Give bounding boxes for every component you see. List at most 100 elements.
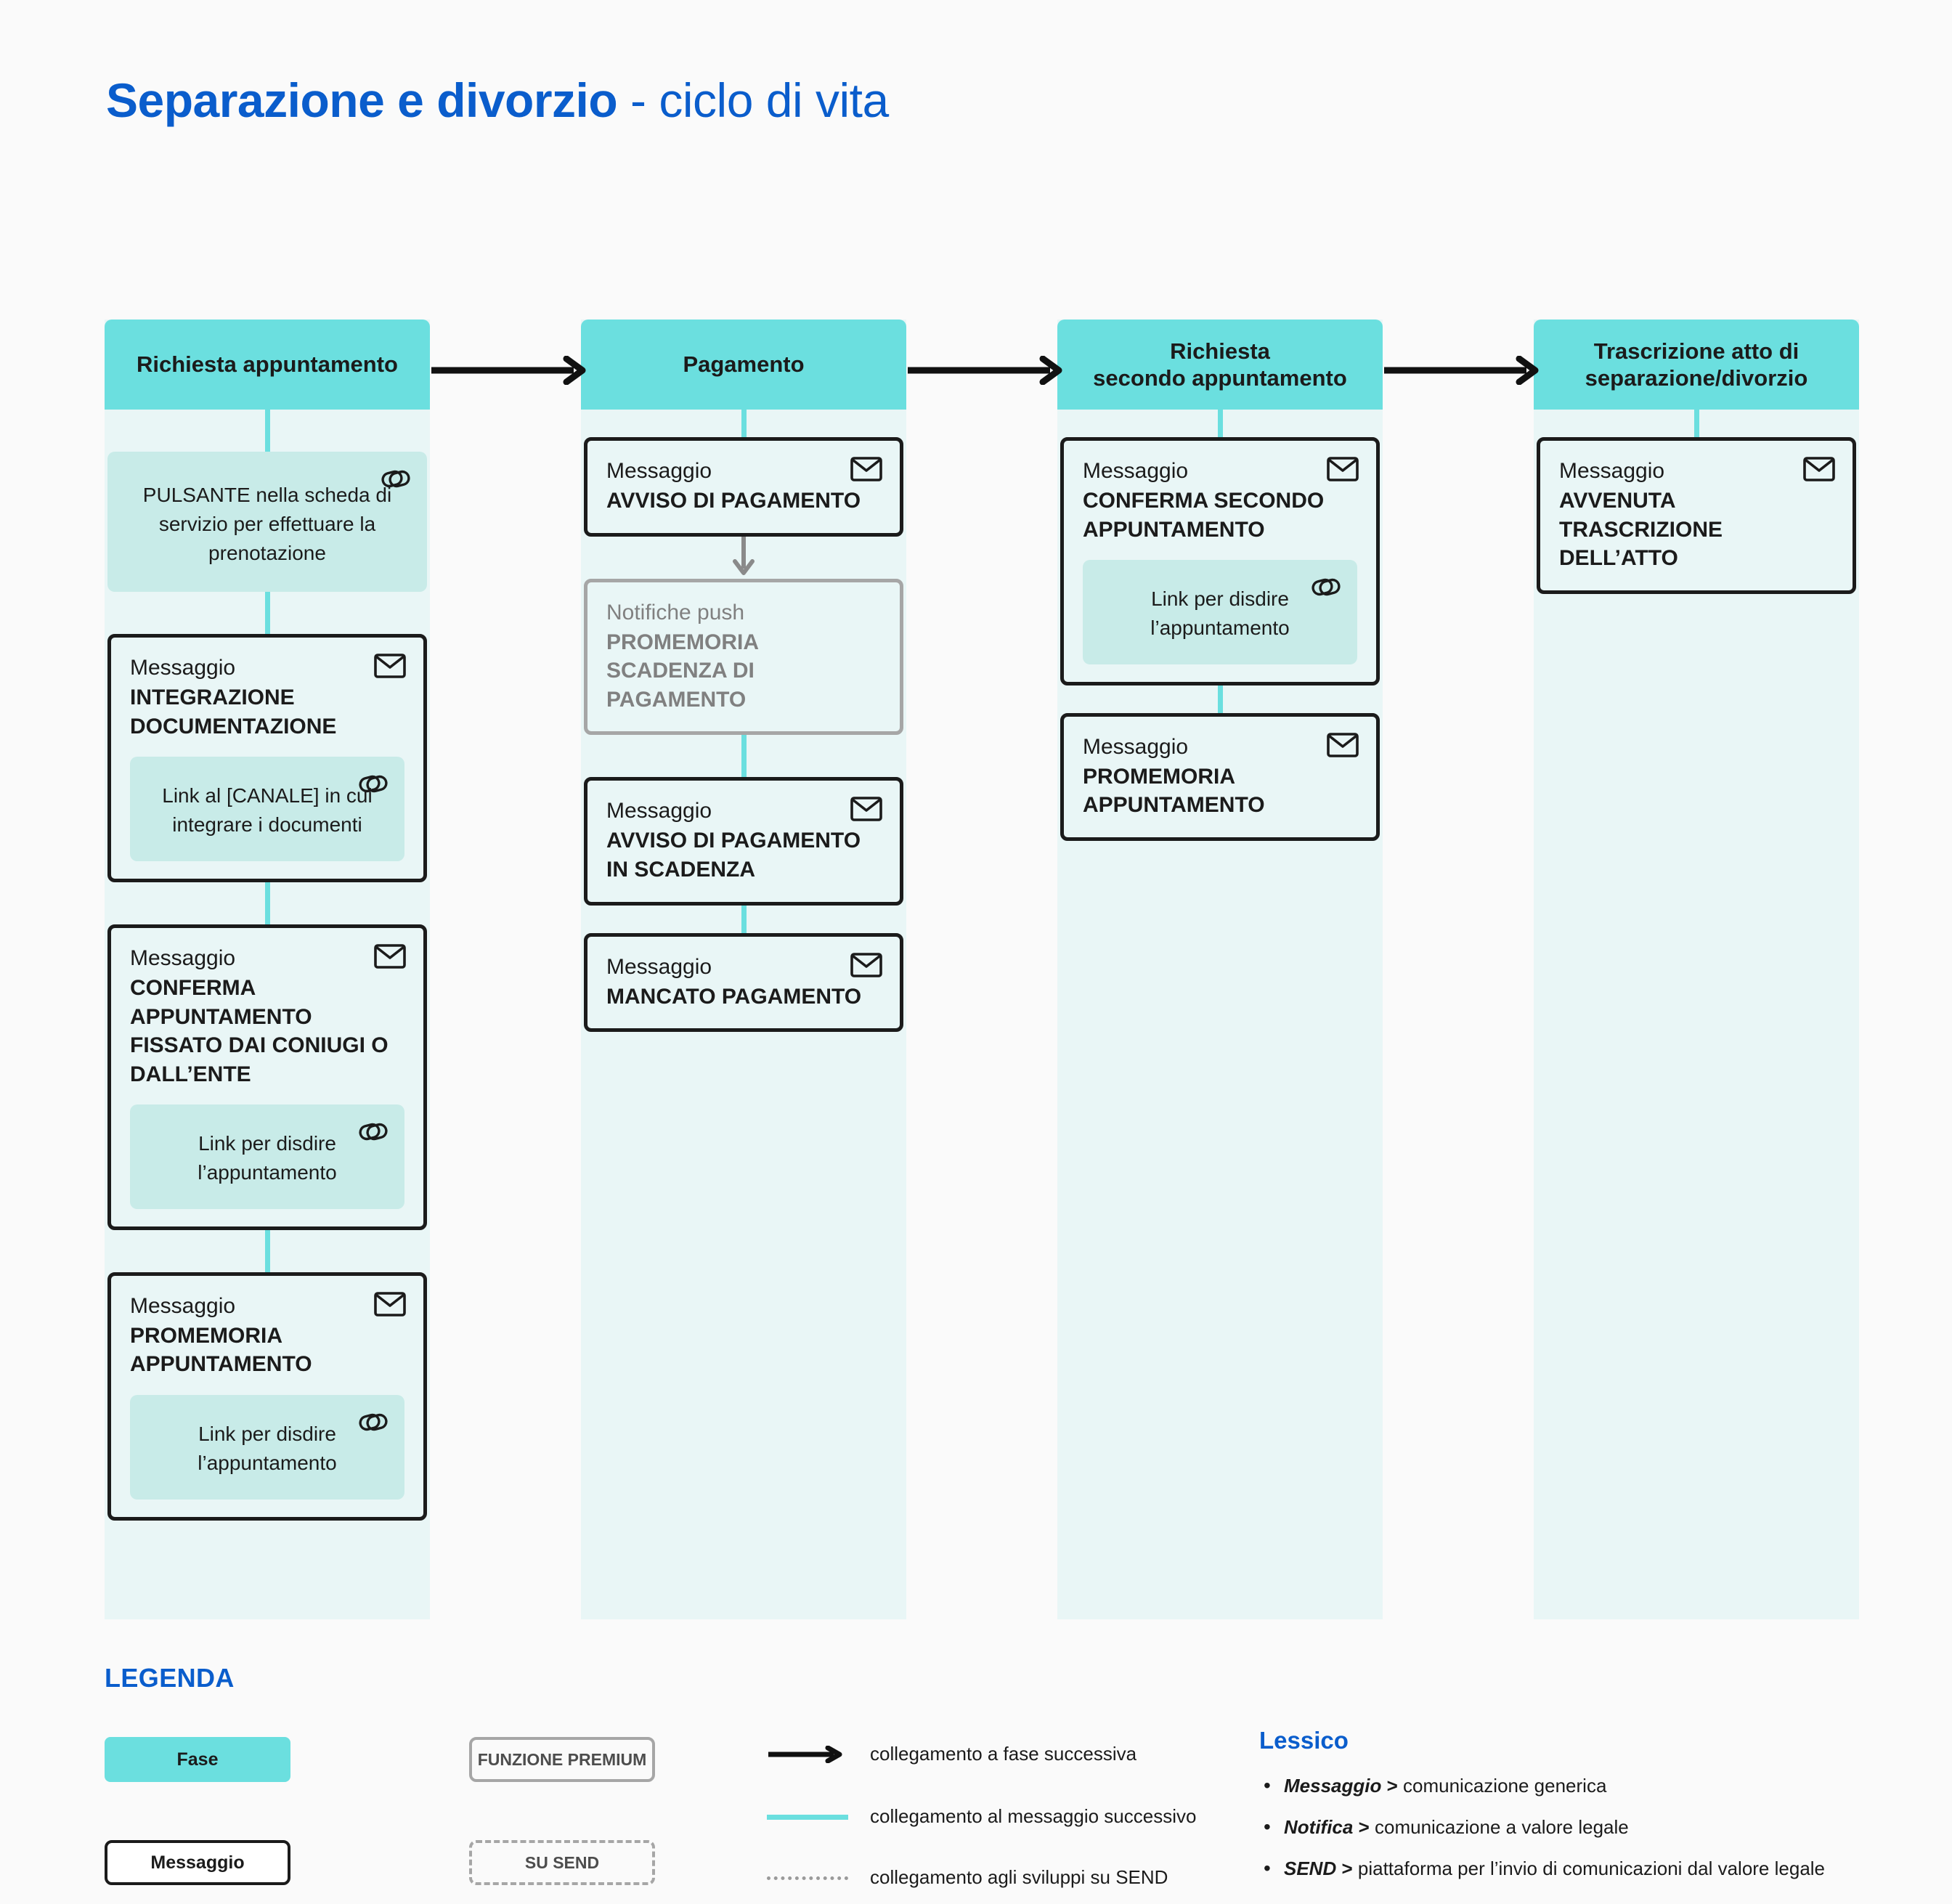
lessico-list: Messaggio > comunicazione generica Notif… xyxy=(1259,1773,1826,1881)
teal-connector xyxy=(582,905,905,933)
lessico-item: Messaggio > comunicazione generica xyxy=(1259,1773,1825,1798)
gray-down-arrow-connector xyxy=(582,536,905,579)
message-name: CONFERMA APPUNTAMENTO FISSATO DAI CONIUG… xyxy=(130,975,389,1086)
legend-line-dotted-label: collegamento agli sviluppi su SEND xyxy=(870,1866,1168,1888)
lessico-term: Notifica xyxy=(1284,1816,1354,1839)
notification-name: PROMEMORIA SCADENZA DI PAGAMENTO xyxy=(606,630,758,712)
link-subcard-text: Link per disdire l’appuntamento xyxy=(198,1132,337,1184)
message-kind: Messaggio xyxy=(1083,734,1189,759)
message-kind: Messaggio xyxy=(606,954,712,979)
arrow-black-icon xyxy=(767,1745,848,1763)
phase-label: Richiesta secondo appuntamento xyxy=(1093,338,1347,391)
notification-card-promemoria-scadenza[interactable]: Notifiche push PROMEMORIA SCADENZA DI PA… xyxy=(584,578,903,736)
legend-swatch-premium-label: FUNZIONE PREMIUM xyxy=(477,1749,647,1769)
phase-label: Richiesta appuntamento xyxy=(137,351,398,378)
message-card-avviso-di-pagamento[interactable]: Messaggio AVVISO DI PAGAMENTO xyxy=(584,437,903,537)
envelope-icon xyxy=(1327,732,1359,761)
page-title: Separazione e divorzio - ciclo di vita xyxy=(106,73,889,128)
legend-title: LEGENDA xyxy=(105,1663,235,1693)
dotted-gray-line-icon xyxy=(767,1869,848,1887)
phase-label: Pagamento xyxy=(683,351,805,378)
message-name: AVVENUTA TRASCRIZIONE DELL’ATTO xyxy=(1559,489,1723,571)
lessico-term: Messaggio xyxy=(1284,1775,1382,1797)
lessico-definition: comunicazione generica xyxy=(1403,1775,1607,1797)
message-card-integrazione-documentazione[interactable]: Messaggio INTEGRAZIONE DOCUMENTAZIONE L xyxy=(107,634,427,882)
message-kind: Messaggio xyxy=(1083,459,1189,483)
teal-connector xyxy=(106,592,428,635)
message-kind: Messaggio xyxy=(606,799,712,823)
lessico-item: SEND > piattaforma per l’invio di comuni… xyxy=(1259,1856,1826,1881)
lessico-gt: > xyxy=(1353,1816,1375,1839)
link-subcard[interactable]: Link per disdire l’appuntamento xyxy=(130,1395,404,1500)
teal-connector xyxy=(582,410,905,437)
envelope-icon xyxy=(1327,457,1359,485)
lessico-gt: > xyxy=(1381,1775,1404,1797)
message-card-promemoria-appuntamento[interactable]: Messaggio PROMEMORIA APPUNTAMENTO Link xyxy=(107,1272,427,1521)
link-subcard-text: Link per disdire l’appuntamento xyxy=(198,1423,337,1474)
link-subcard[interactable]: Link al [CANALE] in cui integrare i docu… xyxy=(130,757,404,861)
legend-swatch-su-send-label: SU SEND xyxy=(524,1852,600,1872)
message-name: PROMEMORIA APPUNTAMENTO xyxy=(130,1323,312,1377)
link-icon xyxy=(1311,574,1341,603)
phase-header-richiesta-secondo-appuntamento[interactable]: Richiesta secondo appuntamento xyxy=(1057,320,1383,410)
teal-connector xyxy=(1535,410,1858,437)
link-card-text: PULSANTE nella scheda di servizio per ef… xyxy=(142,484,392,564)
phase-arrow-2 xyxy=(908,355,1069,386)
phase-column-pagamento: Pagamento Messaggio AVVISO DI PAGAMENTO xyxy=(581,320,906,1619)
envelope-icon xyxy=(374,654,406,682)
lessico-gt: > xyxy=(1336,1858,1358,1880)
message-card-avviso-pagamento-in-scadenza[interactable]: Messaggio AVVISO DI PAGAMENTO IN SCADENZ… xyxy=(584,777,903,906)
message-card-mancato-pagamento[interactable]: Messaggio MANCATO PAGAMENTO xyxy=(584,932,903,1033)
link-subcard-text: Link per disdire l’appuntamento xyxy=(1150,587,1290,639)
teal-connector xyxy=(106,410,428,452)
teal-connector xyxy=(582,735,905,778)
message-card-avvenuta-trascrizione[interactable]: Messaggio AVVENUTA TRASCRIZIONE DELL’ATT… xyxy=(1537,437,1856,594)
message-name: CONFERMA SECONDO APPUNTAMENTO xyxy=(1083,489,1325,542)
legend-line-teal: collegamento al messaggio successivo xyxy=(767,1805,1196,1828)
phase-column-trascrizione-atto: Trascrizione atto di separazione/divorzi… xyxy=(1534,320,1859,1619)
phase-column-richiesta-appuntamento: Richiesta appuntamento PULSANTE nella sc… xyxy=(105,320,430,1619)
phase-arrow-1 xyxy=(431,355,593,386)
message-kind: Messaggio xyxy=(130,945,236,970)
link-icon xyxy=(358,771,389,800)
envelope-icon xyxy=(374,1292,406,1320)
link-subcard[interactable]: Link per disdire l’appuntamento xyxy=(1083,560,1357,664)
legend: LEGENDA Fase Messaggio FUNZIONE PREMIUM … xyxy=(105,1663,1862,1901)
message-name: INTEGRAZIONE DOCUMENTAZIONE xyxy=(130,685,337,739)
legend-line-dotted: collegamento agli sviluppi su SEND xyxy=(767,1866,1168,1889)
link-subcard[interactable]: Link per disdire l’appuntamento xyxy=(130,1104,404,1209)
lessico-definition: comunicazione a valore legale xyxy=(1374,1816,1629,1839)
lessico-definition: piattaforma per l’invio di comunicazioni… xyxy=(1357,1858,1826,1880)
solid-teal-line-icon xyxy=(767,1808,848,1826)
message-card-conferma-appuntamento[interactable]: Messaggio CONFERMA APPUNTAMENTO FISSATO … xyxy=(107,924,427,1230)
lessico-title: Lessico xyxy=(1259,1727,1349,1754)
page-title-light: - ciclo di vita xyxy=(617,73,889,127)
lessico-section: Lessico Messaggio > comunicazione generi… xyxy=(1259,1727,1825,1900)
link-icon xyxy=(358,1409,389,1438)
phase-label: Trascrizione atto di separazione/divorzi… xyxy=(1585,338,1808,391)
legend-line-arrow: collegamento a fase successiva xyxy=(767,1743,1136,1765)
phase-header-richiesta-appuntamento[interactable]: Richiesta appuntamento xyxy=(105,320,430,410)
message-card-promemoria-appuntamento[interactable]: Messaggio PROMEMORIA APPUNTAMENTO xyxy=(1060,712,1380,841)
message-name: AVVISO DI PAGAMENTO IN SCADENZA xyxy=(606,829,861,882)
message-name: MANCATO PAGAMENTO xyxy=(606,984,862,1009)
legend-swatch-fase-label: Fase xyxy=(176,1749,219,1770)
link-icon xyxy=(381,466,411,495)
link-subcard-text: Link al [CANALE] in cui integrare i docu… xyxy=(162,784,373,837)
message-kind: Messaggio xyxy=(130,656,236,680)
envelope-icon xyxy=(850,797,882,825)
lessico-item: Notifica > comunicazione a valore legale xyxy=(1259,1815,1825,1839)
envelope-icon xyxy=(850,952,882,981)
message-card-conferma-secondo-appuntamento[interactable]: Messaggio CONFERMA SECONDO APPUNTAMENTO xyxy=(1060,437,1380,685)
link-card-pulsante[interactable]: PULSANTE nella scheda di servizio per ef… xyxy=(107,452,427,593)
phase-header-pagamento[interactable]: Pagamento xyxy=(581,320,906,410)
legend-swatch-funzione-premium: FUNZIONE PREMIUM xyxy=(469,1737,655,1782)
legend-swatch-su-send: SU SEND xyxy=(469,1840,655,1885)
phase-header-trascrizione-atto[interactable]: Trascrizione atto di separazione/divorzi… xyxy=(1534,320,1859,410)
envelope-icon xyxy=(850,457,882,485)
page-title-strong: Separazione e divorzio xyxy=(106,73,618,127)
message-kind: Messaggio xyxy=(130,1293,236,1318)
legend-line-teal-label: collegamento al messaggio successivo xyxy=(870,1805,1197,1827)
